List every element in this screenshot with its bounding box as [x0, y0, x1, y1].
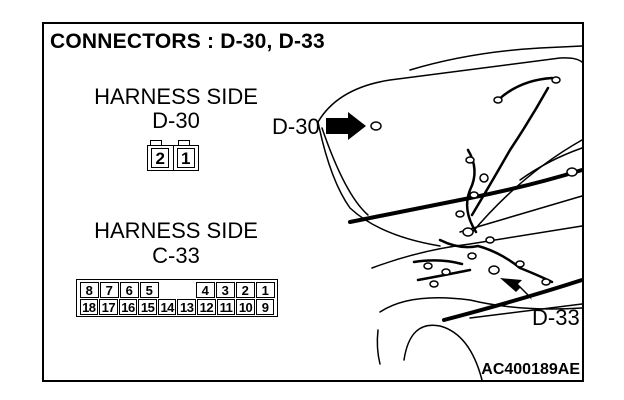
pin-number: 16 — [118, 299, 138, 315]
figure-id: AC400189AE — [481, 361, 580, 378]
pin-number: 6 — [119, 282, 139, 298]
pin-number: 9 — [255, 299, 275, 315]
callout-label-d33: D-33 — [532, 305, 580, 330]
door-opening — [519, 147, 583, 181]
pin-number: 14 — [157, 299, 177, 315]
pin-number: 17 — [99, 299, 118, 315]
connector-label-c33: C-33 — [152, 243, 200, 268]
pin-row-bottom: 18 17 16 15 14 13 12 11 10 9 — [79, 299, 275, 315]
dash-top-curve — [371, 225, 583, 269]
connector-c33-face: 8 7 6 5 4 3 2 1 18 17 16 15 14 13 12 11 … — [76, 279, 278, 317]
lower-panel — [376, 329, 381, 365]
harness-branch-bottom — [416, 268, 472, 282]
connector-symbol — [566, 167, 578, 177]
a-pillar — [469, 139, 583, 236]
connector-lock-tab — [150, 140, 162, 146]
d30-callout-arrow — [326, 112, 366, 140]
dashboard-edge — [459, 195, 583, 233]
pin-number: 2 — [235, 282, 255, 298]
harness-branch-vertical — [470, 86, 550, 217]
callout-label-d30: D-30 — [272, 114, 320, 139]
connector-lock-tab — [178, 140, 190, 146]
connector-symbol — [429, 280, 439, 288]
connector-symbol — [465, 156, 475, 164]
harness-branch-left — [412, 259, 464, 266]
windshield-inner-edge — [321, 127, 369, 216]
connector-symbol — [423, 262, 433, 270]
d33-callout-arrow — [500, 278, 532, 300]
pin-number: 4 — [195, 282, 215, 298]
pin-number: 12 — [197, 299, 216, 315]
pin-number: 18 — [79, 299, 99, 315]
roof-line — [409, 45, 583, 71]
connector-symbol — [479, 173, 489, 183]
connector-symbol — [441, 268, 451, 276]
connector-symbol — [370, 121, 382, 131]
pin-number: 1 — [176, 148, 195, 168]
connector-symbol — [485, 236, 495, 244]
diagram-title: CONNECTORS : D-30, D-33 — [50, 30, 325, 53]
connector-symbol — [469, 191, 479, 199]
windshield-lower-edge — [317, 121, 441, 247]
connector-symbol — [488, 265, 500, 275]
grille-line — [469, 303, 583, 319]
pin-number: 13 — [177, 299, 197, 315]
pin-number: 11 — [216, 299, 236, 315]
pin-number: 2 — [151, 148, 170, 168]
pin-number: 1 — [255, 282, 275, 298]
connector-d30-body: 2 1 — [147, 145, 199, 171]
harness-side-heading-d30: HARNESS SIDE — [94, 84, 258, 109]
lower-harness-cable — [442, 278, 584, 322]
pin-number: 7 — [99, 282, 119, 298]
connector-symbol — [551, 76, 561, 84]
diagram-frame — [42, 22, 584, 382]
connector-symbol — [515, 260, 525, 268]
pin-cell: 2 — [148, 146, 174, 170]
harness-branch-roof — [496, 76, 554, 102]
pin-number: 8 — [79, 282, 99, 298]
connector-symbol — [493, 96, 503, 104]
connector-symbol — [462, 227, 474, 237]
pin-cell: 1 — [174, 146, 199, 170]
wheel-arch — [403, 324, 483, 381]
connector-label-d30: D-30 — [152, 108, 200, 133]
pin-number: 15 — [138, 299, 157, 315]
pin-number: 10 — [236, 299, 255, 315]
connector-d30-face: 2 1 — [147, 140, 199, 174]
pin-number: 5 — [139, 282, 159, 298]
connector-symbol — [541, 278, 551, 286]
windshield-outline — [317, 57, 583, 123]
pin-number: 3 — [215, 282, 235, 298]
connector-symbol — [467, 252, 477, 260]
harness-side-heading-c33: HARNESS SIDE — [94, 218, 258, 243]
main-harness-cable — [348, 168, 584, 224]
connector-symbol — [455, 210, 465, 218]
harness-branch-lower — [438, 238, 554, 284]
pin-row-top: 8 7 6 5 4 3 2 1 — [79, 282, 275, 298]
